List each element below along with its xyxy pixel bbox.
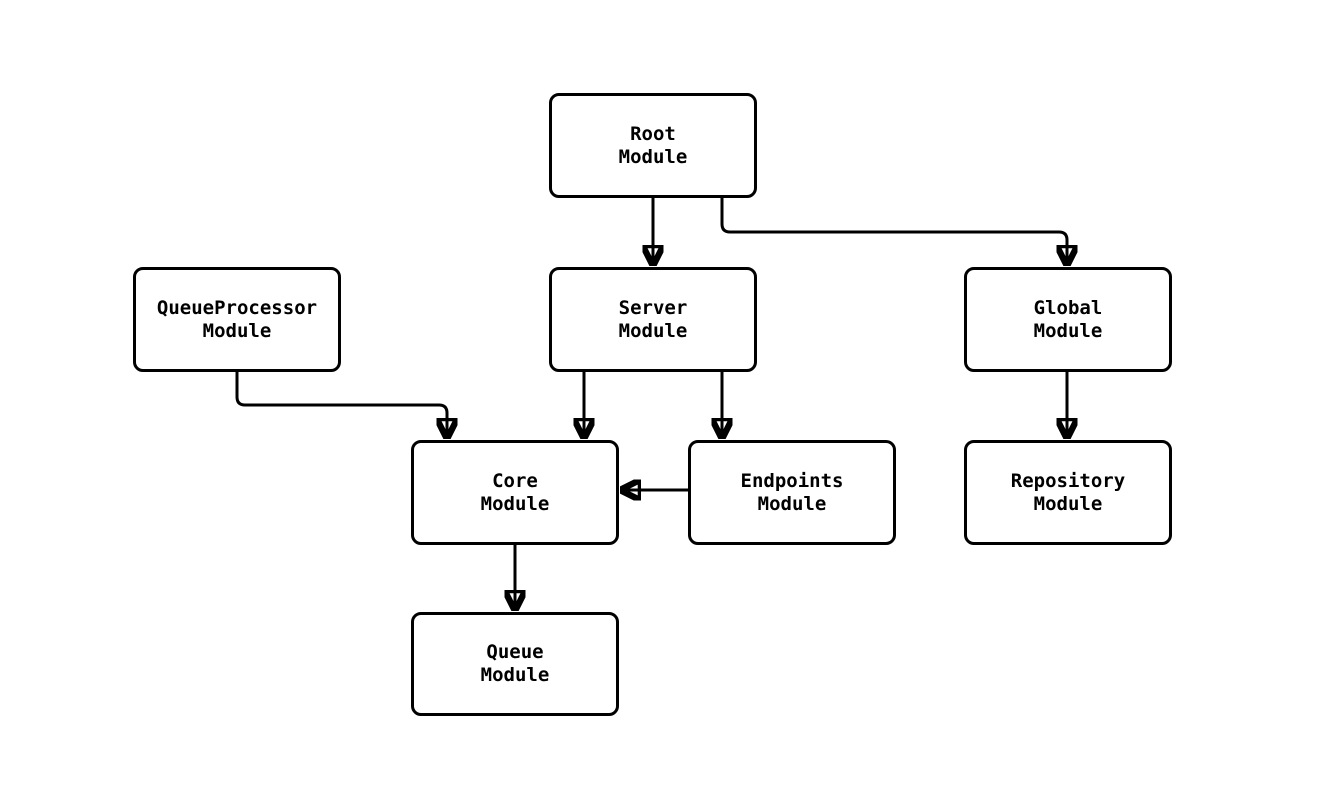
node-label: Module (480, 664, 550, 686)
node-server-module: Server Module (549, 267, 757, 372)
node-root-module: Root Module (549, 93, 757, 198)
node-queue-module: Queue Module (411, 612, 619, 716)
node-label: Root (630, 122, 676, 145)
node-label: Repository (1010, 469, 1126, 492)
edge-root-to-global (720, 197, 1067, 263)
node-label: Module (757, 492, 827, 515)
node-core-module: Core Module (411, 440, 619, 545)
node-label: Global (1033, 296, 1103, 319)
node-repository-module: Repository Module (964, 440, 1172, 545)
node-label: Module (1033, 319, 1103, 342)
node-label: Module (618, 319, 688, 342)
node-label: Core (492, 469, 538, 492)
node-queueprocessor-module: QueueProcessor Module (133, 267, 341, 372)
node-label: Module (480, 492, 550, 515)
node-endpoints-module: Endpoints Module (688, 440, 896, 545)
node-label: Server (618, 296, 688, 319)
node-label: QueueProcessor (156, 296, 318, 319)
edge-queueprocessor-to-core (235, 372, 447, 436)
node-label: Endpoints (740, 469, 844, 492)
node-label: Queue (486, 641, 544, 663)
node-label: Module (1033, 492, 1103, 515)
node-label: Module (618, 145, 688, 168)
node-label: Module (202, 319, 272, 342)
node-global-module: Global Module (964, 267, 1172, 372)
